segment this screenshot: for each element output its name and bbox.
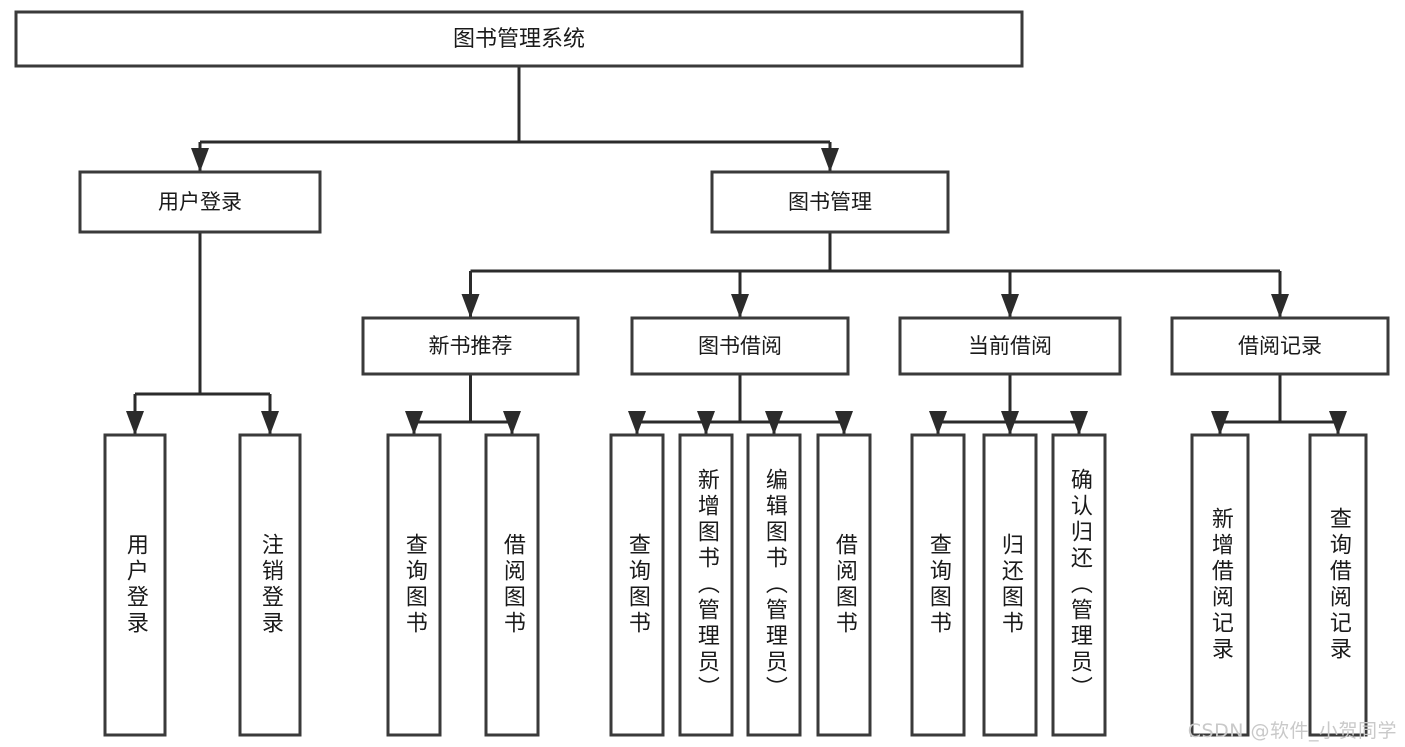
node-box-leaf-add-record[interactable] [1190, 433, 1250, 737]
node-box-book-borrow[interactable] [630, 316, 850, 376]
node-label-book-borrow: 图书借阅 [698, 334, 782, 358]
arrowhead-leaf-borrow-book-2 [835, 411, 853, 435]
node-box-leaf-query-book-1[interactable] [386, 433, 442, 737]
arrowhead-leaf-edit-book [765, 411, 783, 435]
node-box-user-login[interactable] [78, 170, 322, 234]
arrowhead-leaf-query-book-3 [929, 411, 947, 435]
arrowhead-leaf-query-book-2 [628, 411, 646, 435]
node-box-leaf-add-book[interactable] [678, 433, 734, 737]
node-box-leaf-query-book-2[interactable] [609, 433, 665, 737]
arrowhead-new-book-recommend [461, 294, 480, 318]
boxes-layer [14, 10, 1390, 737]
node-label-root: 图书管理系统 [453, 27, 585, 52]
node-box-current-borrow[interactable] [898, 316, 1122, 376]
arrowhead-leaf-query-record [1329, 411, 1347, 435]
node-box-leaf-logout[interactable] [238, 433, 302, 737]
arrowhead-book-borrow [731, 294, 749, 318]
node-label-borrow-record: 借阅记录 [1238, 334, 1322, 358]
node-box-leaf-confirm-return[interactable] [1051, 433, 1107, 737]
node-label-current-borrow: 当前借阅 [968, 334, 1052, 358]
node-label-book-management: 图书管理 [788, 190, 872, 214]
connectors-layer [126, 66, 1347, 435]
node-label-new-book-recommend: 新书推荐 [429, 334, 513, 358]
arrowhead-leaf-add-book [697, 411, 715, 435]
arrowhead-leaf-query-book-1 [405, 411, 423, 435]
arrowhead-book-management [821, 148, 839, 172]
node-box-leaf-return-book[interactable] [982, 433, 1038, 737]
arrowhead-current-borrow [1001, 294, 1019, 318]
arrowhead-leaf-return-book [1001, 411, 1019, 435]
arrowhead-leaf-logout [261, 411, 279, 435]
watermark-text: CSDN @软件_小贺同学 [1187, 720, 1397, 742]
node-box-borrow-record[interactable] [1170, 316, 1390, 376]
node-box-new-book-recommend[interactable] [361, 316, 580, 376]
arrowhead-leaf-add-record [1211, 411, 1229, 435]
node-box-leaf-edit-book[interactable] [746, 433, 802, 737]
node-box-leaf-user-login[interactable] [103, 433, 167, 737]
node-box-book-management[interactable] [710, 170, 950, 234]
arrowhead-leaf-borrow-book-1 [503, 411, 521, 435]
arrowhead-borrow-record [1271, 294, 1289, 318]
node-box-leaf-borrow-book-2[interactable] [816, 433, 872, 737]
node-box-leaf-query-book-3[interactable] [910, 433, 966, 737]
arrowhead-leaf-user-login [126, 411, 144, 435]
arrowhead-leaf-confirm-return [1070, 411, 1088, 435]
node-label-user-login: 用户登录 [158, 190, 242, 214]
arrowhead-user-login [191, 148, 209, 172]
node-box-root[interactable] [14, 10, 1024, 68]
node-box-leaf-borrow-book-1[interactable] [484, 433, 540, 737]
node-box-leaf-query-record[interactable] [1308, 433, 1368, 737]
